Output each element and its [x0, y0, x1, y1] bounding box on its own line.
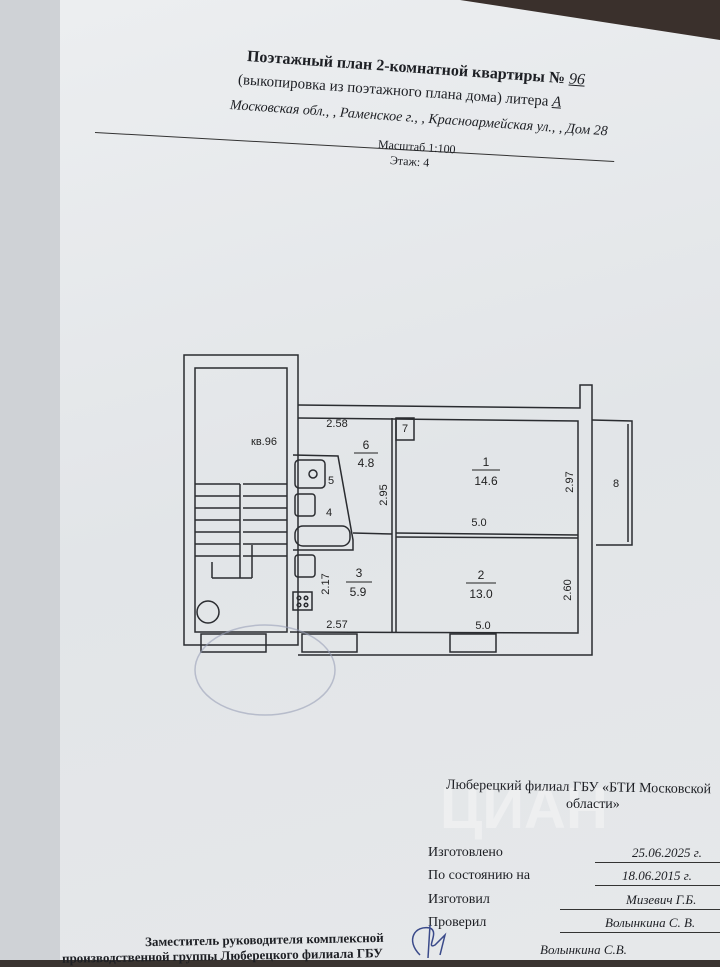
walls — [183, 354, 633, 656]
dim-room1-width: 5.0 — [471, 517, 486, 529]
plan-labels: кв.96 2.58 6 4.8 7 1 14.6 2.97 8 5 4 2.9… — [251, 418, 619, 632]
room-7-id: 7 — [402, 423, 408, 435]
room-1-area: 14.6 — [474, 474, 498, 488]
room-8-id: 8 — [613, 478, 619, 490]
signature — [411, 924, 447, 959]
checked-by-label: Проверил — [428, 915, 487, 930]
made-by-value: Мизевич Г.Б. — [626, 892, 697, 907]
room-5-id: 5 — [328, 475, 334, 487]
dim-room2-width: 5.0 — [475, 620, 490, 632]
dim-kitchen-width: 2.57 — [326, 619, 347, 631]
apartment-label: кв.96 — [251, 436, 277, 448]
room-3-id: 3 — [356, 566, 363, 580]
stamp — [194, 624, 336, 716]
organization-line2: области» — [566, 797, 620, 812]
room-2-id: 2 — [478, 568, 485, 582]
dim-room1-depth: 2.97 — [564, 471, 576, 492]
room-1-id: 1 — [483, 455, 490, 469]
made-label: Изготовлено — [428, 845, 503, 860]
room-6-area: 4.8 — [358, 456, 375, 470]
dim-corridor-width: 2.58 — [326, 418, 347, 430]
made-by-label: Изготовил — [428, 892, 490, 907]
room-4-id: 4 — [326, 507, 332, 519]
dim-corridor-length: 2.95 — [378, 484, 390, 505]
underlying-page — [0, 0, 61, 960]
as-of-value: 18.06.2015 г. — [622, 868, 692, 883]
dim-kitchen-depth: 2.17 — [320, 573, 332, 594]
room-2-area: 13.0 — [469, 587, 493, 601]
watermark: ЦИАН — [440, 776, 608, 841]
made-value: 25.06.2025 г. — [632, 845, 702, 860]
as-of-label: По состоянию на — [428, 868, 531, 883]
dim-room2-depth: 2.60 — [562, 579, 574, 600]
checked-by-value: Волынкина С. В. — [605, 915, 696, 930]
room-3-area: 5.9 — [350, 585, 367, 599]
room-6-id: 6 — [363, 438, 370, 452]
deputy-name: Волынкина С.В. — [540, 942, 627, 957]
